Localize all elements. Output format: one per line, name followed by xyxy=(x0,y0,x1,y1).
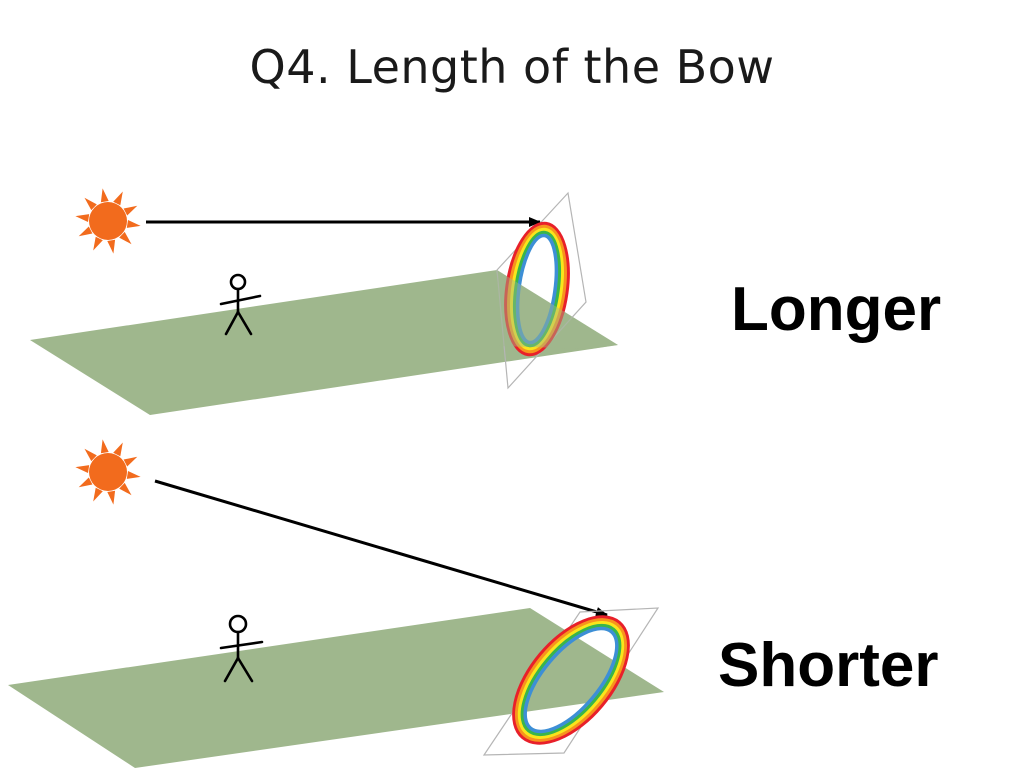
sun-ray xyxy=(100,188,109,203)
sun-ray xyxy=(123,205,138,216)
sun-ray xyxy=(113,442,123,457)
ground-overlap-top xyxy=(497,270,618,349)
sun-ray xyxy=(123,456,138,467)
sun-icon xyxy=(75,188,141,254)
sun-ray xyxy=(84,448,97,462)
sun-ray xyxy=(75,465,90,473)
sun-ray xyxy=(100,439,109,454)
scenario-shorter xyxy=(8,439,664,768)
sun-ray xyxy=(93,487,103,502)
sun-ray xyxy=(78,226,93,237)
sun-ray xyxy=(119,482,132,496)
light-ray-arrow-bottom xyxy=(154,479,608,617)
vertical-projection-plane-top xyxy=(496,191,587,390)
sun-ray xyxy=(107,490,116,505)
rainbow-ring-top xyxy=(504,221,570,357)
sun-ray xyxy=(126,220,141,228)
scenario-longer xyxy=(30,188,618,415)
sun-ray xyxy=(119,231,132,245)
slide-title: Q4. Length of the Bow xyxy=(249,40,775,94)
sun-ray xyxy=(75,214,90,222)
sun-ray xyxy=(78,477,93,488)
sun-ray xyxy=(126,471,141,479)
stick-figure-icon xyxy=(219,273,262,336)
sun-ray xyxy=(93,236,103,251)
sun-icon xyxy=(75,439,141,505)
sun-ray xyxy=(84,197,97,211)
ground-plane-bottom xyxy=(8,608,664,768)
label-longer: Longer xyxy=(731,275,942,344)
sun-ray xyxy=(113,191,123,206)
stick-figure-icon xyxy=(219,614,264,683)
rainbow-ring-bottom xyxy=(512,615,630,745)
ground-plane-top xyxy=(30,270,618,415)
label-shorter: Shorter xyxy=(718,631,939,700)
sun-ray xyxy=(107,239,116,254)
